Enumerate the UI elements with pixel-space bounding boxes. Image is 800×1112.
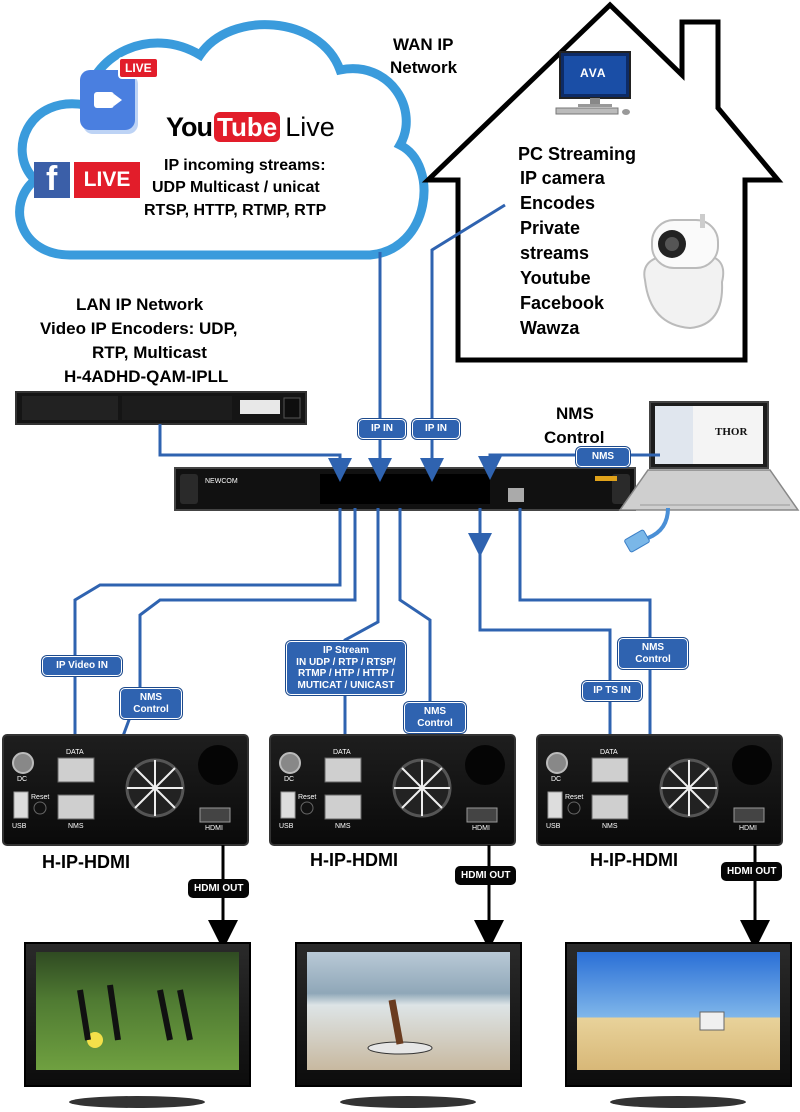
unit1-reset-label: Reset — [31, 794, 50, 801]
cloud-streams-line-1: IP incoming streams: — [164, 157, 326, 174]
unit3-hdmi-out-pill: HDMI OUT — [721, 862, 783, 881]
live-video-app-icon — [80, 70, 135, 130]
wan-label-line-1: WAN IP — [393, 35, 454, 54]
unit2-nms-label: NMS — [335, 823, 351, 830]
ip-video-in-pill: IP Video IN — [42, 656, 122, 676]
house-line-7: Facebook — [520, 293, 605, 313]
encoder-rack-device — [15, 391, 307, 425]
cloud-streams-line-2: UDP Multicast / unicat — [152, 179, 320, 196]
nms-control-pill-left: NMS Control — [120, 688, 182, 719]
house-line-1: PC Streaming — [518, 144, 637, 164]
lan-label-line-1: LAN IP Network — [76, 295, 204, 314]
unit2-reset-label: Reset — [298, 794, 317, 801]
unit3-hdmi-label: HDMI — [739, 825, 757, 832]
unit1-dc-label: DC — [17, 776, 28, 783]
network-switch — [174, 467, 636, 511]
unit3-data-label: DATA — [600, 749, 618, 756]
unit2-title: H-IP-HDMI — [310, 850, 398, 870]
youtube-live-text: Live — [285, 112, 335, 142]
ethernet-cable-icon — [624, 507, 670, 553]
nms-control-pill-mid: NMS Control — [404, 702, 466, 733]
house-line-2: IP camera — [520, 168, 605, 188]
nms-control-pill-left-line-2: Control — [133, 703, 169, 715]
unit1-usb-label: USB — [12, 823, 27, 830]
house-line-3: Encodes — [520, 193, 596, 213]
tv-1 — [24, 942, 251, 1108]
laptop-screen-logo: THOR — [715, 426, 748, 438]
unit3-title: H-IP-HDMI — [590, 850, 678, 870]
house-line-4: Private — [520, 218, 581, 238]
decoder-unit-1 — [2, 734, 249, 846]
ip-in-pill-1: IP IN — [358, 419, 406, 439]
tv-2 — [295, 942, 522, 1108]
ip-camera-icon — [643, 214, 725, 330]
pc-logo: AVA — [580, 66, 607, 80]
camera-lens-icon — [114, 94, 122, 106]
laptop-icon — [618, 401, 800, 511]
ip-stream-pill-line-4: MUTICAT / UNICAST — [297, 679, 395, 691]
unit2-hdmi-out-pill: HDMI OUT — [455, 866, 517, 885]
lan-label-line-3: RTP, Multicast — [92, 343, 207, 362]
camera-glyph-icon — [94, 92, 114, 108]
house-line-8: Wawza — [520, 318, 580, 338]
unit1-hdmi-label: HDMI — [205, 825, 223, 832]
unit2-hdmi-label: HDMI — [472, 825, 490, 832]
unit2-dc-label: DC — [284, 776, 295, 783]
tv-3 — [565, 942, 792, 1108]
ip-stream-pill-line-2: IN UDP / RTP / RTSP/ — [296, 656, 396, 668]
unit3-usb-label: USB — [546, 823, 561, 830]
nms-control-pill-mid-line-1: NMS — [423, 706, 447, 717]
lan-label-line-2: Video IP Encoders: UDP, — [40, 319, 238, 338]
unit1-data-label: DATA — [66, 749, 84, 756]
nms-control-pill-right-line-2: Control — [635, 653, 671, 665]
house-line-5: streams — [520, 243, 590, 263]
unit2-usb-label: USB — [279, 823, 294, 830]
nms-control-pill-left-line-1: NMS — [139, 692, 163, 703]
nms-control-pill-mid-line-2: Control — [417, 717, 453, 729]
ip-stream-pill-line-3: RTMP / HTP / HTTP / — [297, 668, 395, 679]
wan-label-line-2: Network — [390, 58, 458, 77]
switch-brand: NEWCOM — [205, 478, 238, 485]
ip-stream-pill: IP Stream IN UDP / RTP / RTSP/ RTMP / HT… — [286, 641, 406, 695]
nms-control-pill-right-line-1: NMS — [641, 642, 665, 653]
live-badge-facebook: LIVE — [74, 162, 140, 198]
live-badge-top: LIVE — [118, 57, 159, 79]
unit3-nms-label: NMS — [602, 823, 618, 830]
unit3-dc-label: DC — [551, 776, 562, 783]
unit1-title: H-IP-HDMI — [42, 852, 130, 872]
unit1-hdmi-out-pill: HDMI OUT — [188, 879, 250, 898]
unit3-reset-label: Reset — [565, 794, 584, 801]
nms-pill-top: NMS — [576, 447, 630, 467]
ip-in-pill-2: IP IN — [412, 419, 460, 439]
lan-label-line-4: H-4ADHD-QAM-IPLL — [64, 367, 229, 386]
facebook-f-glyph: f — [46, 160, 58, 198]
ip-ts-in-pill: IP TS IN — [582, 681, 642, 701]
nms-control-pill-right: NMS Control — [618, 638, 688, 669]
cloud-streams-line-3: RTSP, HTTP, RTMP, RTP — [144, 202, 327, 219]
decoder-unit-2 — [269, 734, 516, 846]
ip-stream-pill-line-1: IP Stream — [323, 645, 369, 656]
decoder-unit-3 — [536, 734, 783, 846]
house-line-6: Youtube — [520, 268, 591, 288]
nms-control-label-line-1: NMS — [556, 404, 594, 423]
facebook-icon: f — [34, 160, 70, 198]
youtube-tube-text: Tube — [214, 112, 281, 142]
pc-desktop-icon — [555, 51, 631, 115]
unit2-data-label: DATA — [333, 749, 351, 756]
nms-control-label-line-2: Control — [544, 428, 605, 447]
youtube-you-text: You — [166, 112, 213, 142]
unit1-nms-label: NMS — [68, 823, 84, 830]
network-links — [63, 203, 660, 813]
